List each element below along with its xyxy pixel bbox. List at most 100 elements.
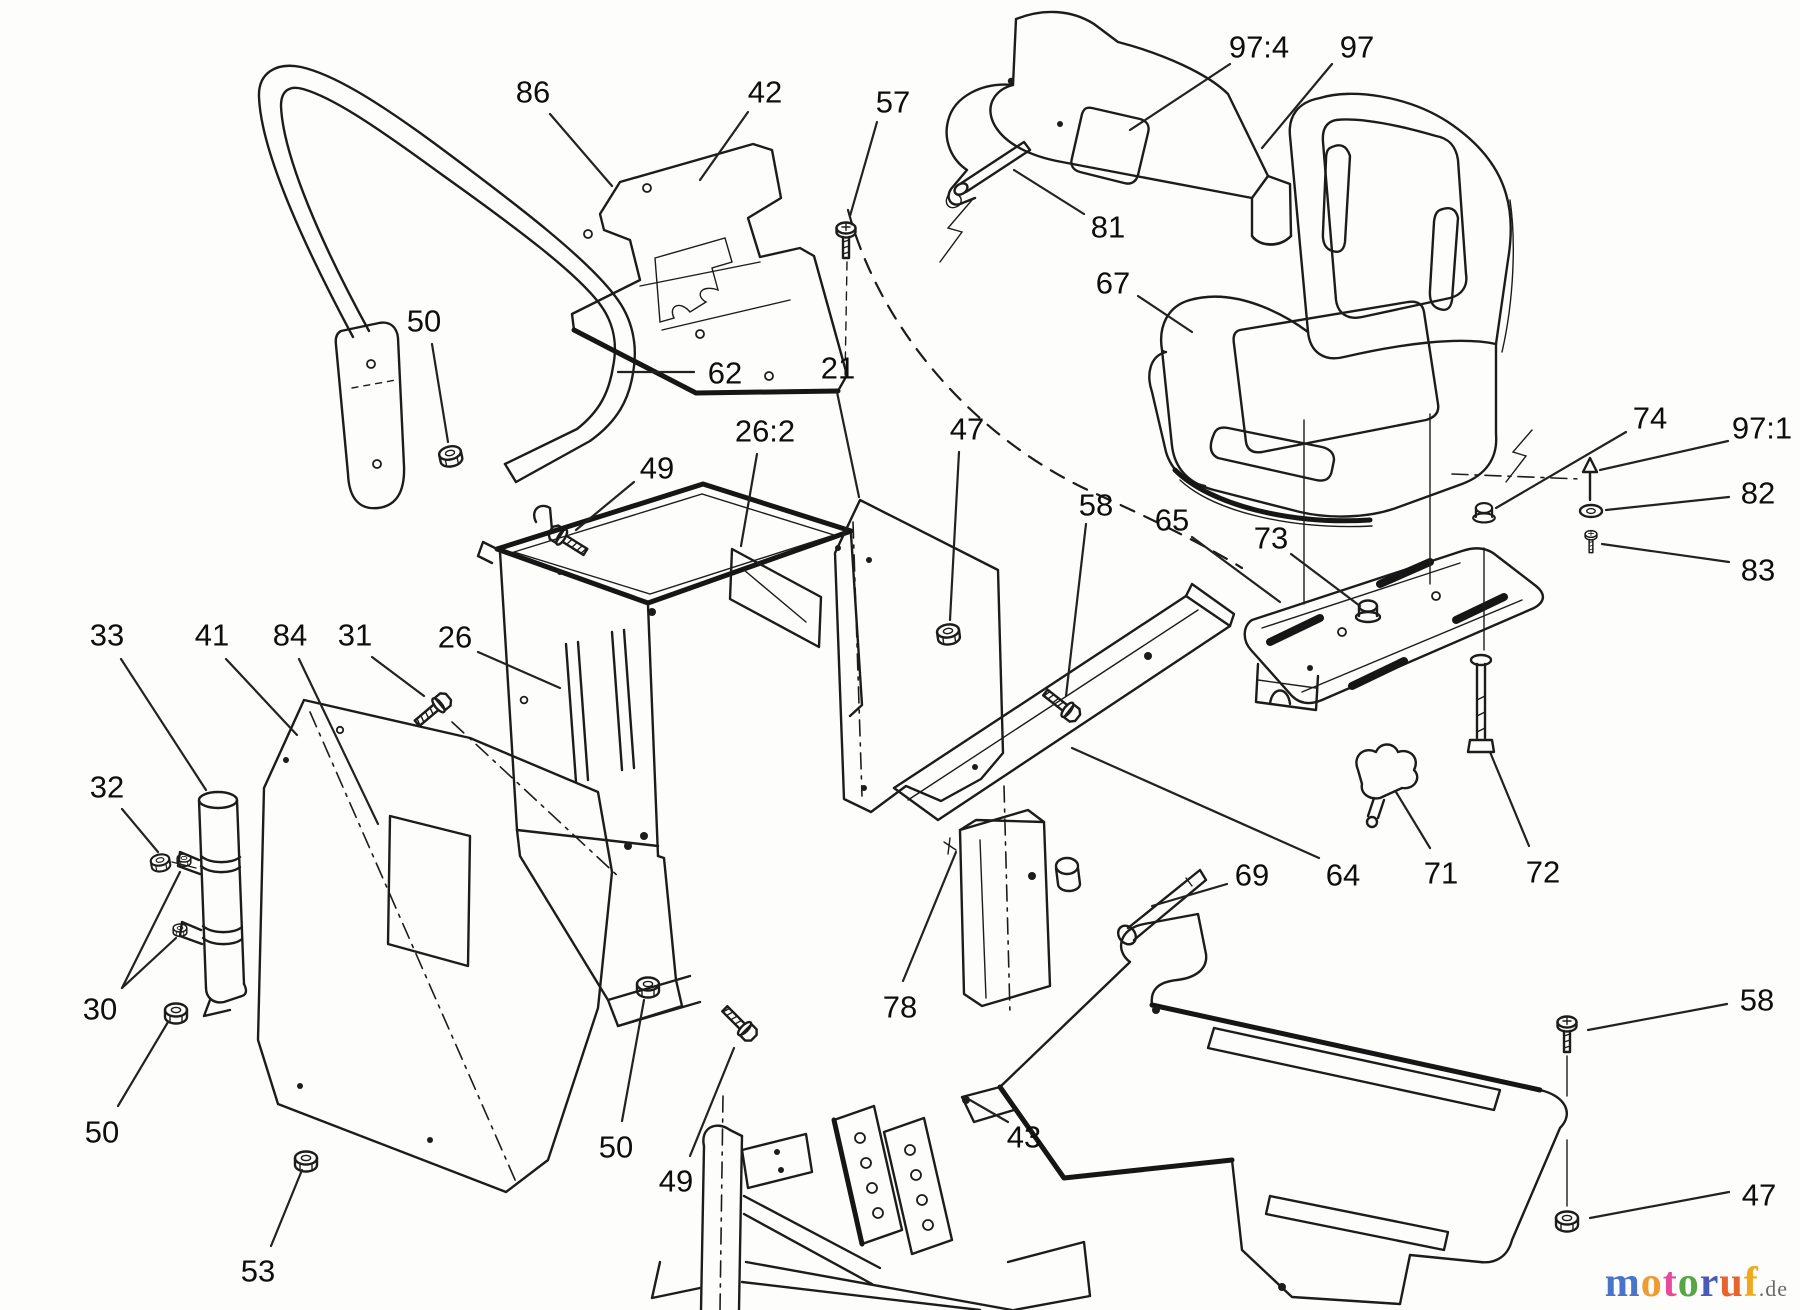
part-label-62-8: 62 — [708, 356, 742, 391]
screw-58-target-right — [1556, 1015, 1578, 1054]
washer-82-target — [1578, 503, 1604, 519]
part-label-47-12: 47 — [950, 412, 984, 447]
watermark-letter: r — [1699, 1260, 1720, 1306]
nut-32-target — [148, 851, 197, 874]
part-33-tube — [176, 790, 248, 1018]
watermark-letter: f — [1743, 1260, 1759, 1306]
nut-47-target-right — [1554, 1210, 1580, 1233]
part-64-pivot-arm — [892, 582, 1236, 822]
leader-line-97 — [1260, 62, 1334, 150]
part-label-69-32: 69 — [1235, 858, 1269, 893]
leader-line-49 — [574, 480, 636, 532]
watermark-letter: m — [1604, 1260, 1641, 1306]
part-label-32-25: 32 — [90, 770, 124, 805]
leader-line-82 — [1604, 495, 1731, 512]
screw-83-target — [1584, 529, 1598, 554]
part-78-pivot-tube — [943, 785, 1052, 1015]
part-label-74-16: 74 — [1633, 401, 1667, 436]
part-label-50-27: 50 — [85, 1115, 119, 1150]
leader-line-50 — [620, 998, 646, 1123]
nut-50-target-left — [163, 1002, 189, 1025]
part-label-84-22: 84 — [273, 618, 307, 653]
part-label-58-13: 58 — [1079, 488, 1113, 523]
part-41-side-panel — [256, 698, 614, 1194]
part-26-console — [476, 481, 864, 1028]
break-symbol-icon — [939, 199, 973, 263]
watermark-letter: u — [1719, 1260, 1744, 1306]
part-label-30-26: 30 — [83, 992, 117, 1027]
part-97-cover — [945, 10, 1293, 246]
part-62-support-tube — [257, 64, 636, 510]
part-42-mounting-plate — [570, 142, 849, 396]
part-65-seat-plate — [1243, 413, 1545, 712]
bolt-31-target — [410, 689, 456, 732]
leader-line-32 — [120, 807, 160, 854]
part-label-47-38: 47 — [1742, 1178, 1776, 1213]
bolt-31-axis — [451, 721, 621, 879]
leader-line-49 — [688, 1046, 736, 1158]
part-label-49-11: 49 — [640, 451, 674, 486]
motoruf-watermark-logo[interactable]: motoruf.de — [1605, 1262, 1788, 1304]
part-label-97:1-17: 97:1 — [1732, 411, 1792, 446]
leader-line-58 — [1586, 1002, 1729, 1032]
part-label-21-9: 21 — [821, 351, 855, 386]
bolt-49-target-bottom — [717, 1001, 762, 1046]
part-label-81-5: 81 — [1091, 210, 1125, 245]
part-label-50-7: 50 — [407, 304, 441, 339]
leader-line-41 — [224, 657, 299, 737]
leader-line-47 — [1588, 1190, 1731, 1220]
part-label-26:2-10: 26:2 — [735, 414, 795, 449]
part-label-49-30: 49 — [659, 1164, 693, 1199]
nut-50-target-top — [436, 443, 465, 470]
part-label-26-24: 26 — [438, 620, 472, 655]
knob-71-target — [1355, 743, 1419, 829]
leader-line-83 — [1600, 542, 1731, 564]
leader-line-30 — [120, 870, 182, 990]
part-label-42-1: 42 — [748, 75, 782, 110]
part-label-73-15: 73 — [1254, 521, 1288, 556]
leader-line-53 — [269, 1168, 304, 1248]
leader-line-64 — [1070, 746, 1321, 860]
part-label-67-6: 67 — [1096, 266, 1130, 301]
bumper-74-target — [1472, 501, 1496, 524]
bolt-58-target-mid — [1038, 684, 1085, 726]
bushing-target — [1054, 856, 1082, 893]
part-84-decal — [386, 814, 472, 968]
part-26-2-decal — [728, 547, 823, 649]
part-26-2-decal-line — [743, 569, 807, 623]
leader-line-97:4 — [1128, 62, 1232, 132]
leader-line-84 — [297, 657, 380, 826]
leader-line-42 — [698, 110, 750, 182]
leader-line-65 — [1190, 535, 1282, 604]
leader-line-21 — [835, 390, 861, 499]
leader-line-50 — [430, 342, 450, 444]
leader-line-47 — [948, 450, 961, 622]
screw-57-axis — [844, 261, 848, 381]
leader-line-33 — [119, 657, 208, 792]
leader-line-73 — [1289, 552, 1362, 608]
leader-line-97:1 — [1598, 439, 1730, 472]
leader-line-71 — [1394, 790, 1432, 850]
part-label-53-28: 53 — [241, 1254, 275, 1289]
part-label-41-21: 41 — [195, 618, 229, 653]
watermark-letter: t — [1662, 1260, 1678, 1306]
part-label-57-2: 57 — [876, 85, 910, 120]
leader-line-78 — [901, 850, 958, 983]
leader-line-57 — [848, 120, 879, 218]
watermark-letter: o — [1677, 1260, 1700, 1306]
part-label-31-23: 31 — [338, 618, 372, 653]
part-label-86-0: 86 — [516, 75, 550, 110]
part-label-72-35: 72 — [1526, 855, 1560, 890]
leader-line-26:2 — [739, 452, 759, 548]
part-label-43-36: 43 — [1007, 1120, 1041, 1155]
leader-line-67 — [1136, 294, 1194, 334]
part-label-65-14: 65 — [1155, 503, 1189, 538]
leader-line-74 — [1494, 430, 1628, 510]
part-label-82-18: 82 — [1741, 476, 1775, 511]
screw-57-target — [835, 221, 857, 260]
leader-line-72 — [1488, 750, 1531, 848]
watermark-brand-text: motoruf — [1605, 1260, 1759, 1306]
